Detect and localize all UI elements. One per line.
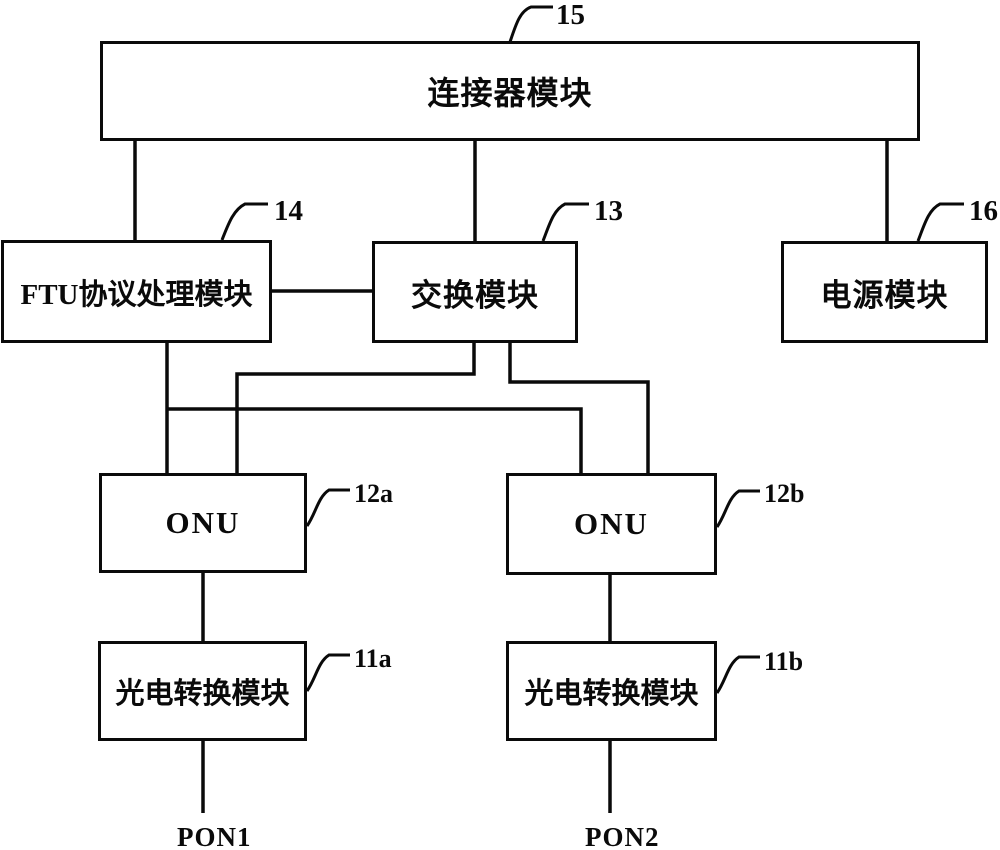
port-label-pon1: PON1 bbox=[177, 822, 252, 850]
block-onu-a: ONU bbox=[99, 473, 307, 573]
block-optical-electrical-module-a: 光电转换模块 bbox=[98, 641, 307, 741]
line-switch-to-onu-b bbox=[508, 343, 650, 473]
leader-ref-11b bbox=[715, 655, 760, 694]
block-ftu-protocol-module-label: FTU协议处理模块 bbox=[20, 278, 253, 311]
leader-ref-16 bbox=[916, 202, 964, 242]
leader-ref-14 bbox=[220, 202, 268, 241]
ref-numeral-16: 16 bbox=[969, 195, 998, 227]
leader-ref-12b bbox=[715, 489, 760, 528]
block-onu-a-label: ONU bbox=[165, 505, 241, 540]
leader-ref-13 bbox=[541, 202, 589, 242]
block-optical-electrical-module-b: 光电转换模块 bbox=[506, 641, 717, 741]
ref-numeral-12b: 12b bbox=[764, 479, 805, 508]
ref-numeral-12a: 12a bbox=[354, 479, 393, 508]
ref-numeral-11b: 11b bbox=[764, 647, 804, 676]
leader-ref-15 bbox=[508, 5, 553, 43]
block-optical-electrical-module-b-label: 光电转换模块 bbox=[524, 678, 699, 710]
ref-numeral-13: 13 bbox=[594, 195, 623, 227]
line-ftu-to-onu-b bbox=[167, 407, 583, 473]
line-switch-to-onu-a bbox=[235, 343, 476, 473]
ref-numeral-11a: 11a bbox=[354, 644, 392, 673]
block-power-module: 电源模块 bbox=[781, 241, 988, 343]
block-power-module-label: 电源模块 bbox=[820, 277, 949, 313]
block-connector-module-label: 连接器模块 bbox=[427, 75, 593, 111]
ref-numeral-15: 15 bbox=[556, 0, 585, 31]
leader-ref-11a bbox=[305, 653, 350, 692]
block-onu-b: ONU bbox=[506, 473, 717, 575]
port-label-pon2: PON2 bbox=[585, 822, 660, 850]
block-ftu-protocol-module: FTU协议处理模块 bbox=[1, 240, 272, 343]
block-optical-electrical-module-a-label: 光电转换模块 bbox=[115, 678, 290, 710]
block-switch-module-label: 交换模块 bbox=[411, 277, 539, 313]
block-connector-module: 连接器模块 bbox=[100, 41, 920, 141]
block-switch-module: 交换模块 bbox=[372, 241, 578, 343]
leader-ref-12a bbox=[305, 488, 350, 527]
ref-numeral-14: 14 bbox=[274, 195, 303, 227]
block-onu-b-label: ONU bbox=[574, 506, 649, 541]
